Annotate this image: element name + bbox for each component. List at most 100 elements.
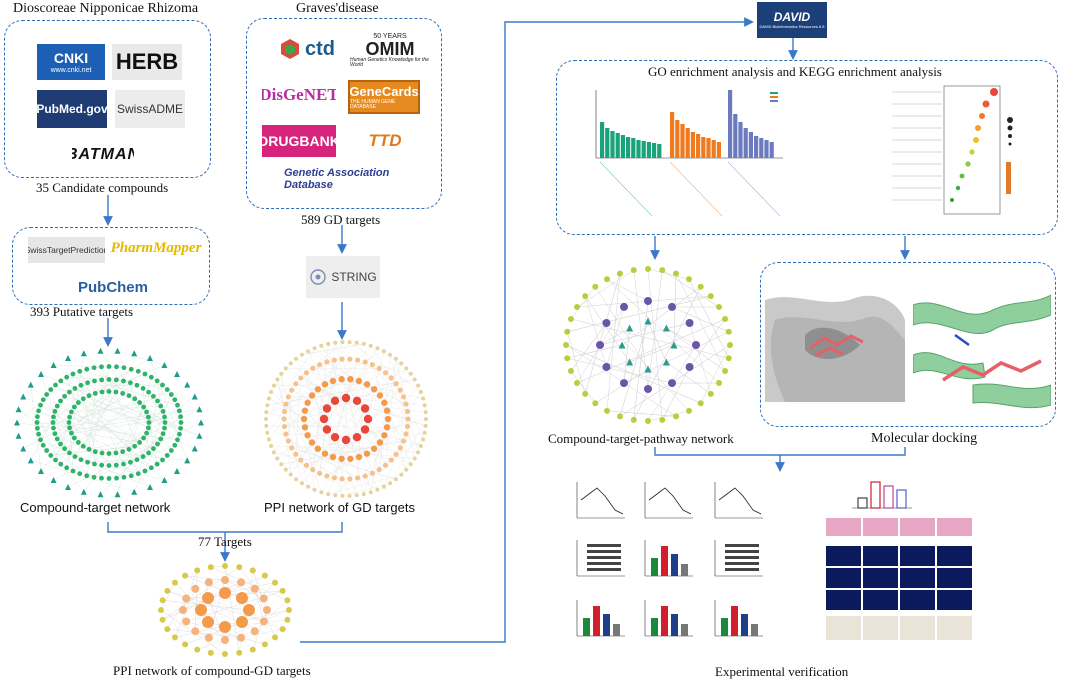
network-node [333,341,337,345]
network-edge [313,360,335,368]
network-node [401,438,406,443]
network-edge [662,270,719,307]
go-bar [680,124,684,158]
network-node [300,481,304,485]
network-node [293,381,298,386]
network-node [221,636,229,644]
hist-fluorescence [900,590,935,610]
network-node [330,378,336,384]
network-node [237,578,245,586]
network-node [370,362,375,367]
network-node [293,452,298,457]
network-node [631,417,637,423]
go-bar [642,141,646,158]
network-node [617,271,623,277]
network-node [284,468,288,472]
network-node [385,416,391,422]
network-node [617,413,623,419]
swissadme-logo: SwissADME [115,90,185,128]
kegg-bubble [975,125,981,131]
network-node [377,392,383,398]
network-edge [577,296,711,307]
network-node [131,350,137,356]
network-edge [622,287,701,345]
network-node [128,460,133,465]
network-edge [662,367,689,420]
go-bar [701,137,705,158]
ttd-logo: TTD [352,125,418,157]
omim-logo-text: OMIM [366,40,415,58]
omim-logo: 50 YEARS OMIM Human Genetics Knowledge f… [350,30,430,70]
docking-ribbon-graphic [913,285,1051,413]
network-node [416,384,420,388]
hist-fluorescence [863,568,898,588]
network-node [141,436,146,441]
network-node [114,451,119,456]
network-node [55,437,60,442]
network-node [708,391,714,397]
network-edge [54,365,124,368]
network-node [84,473,89,478]
network-node [169,448,174,453]
network-node [320,415,328,423]
network-node [375,346,379,350]
network-node [726,355,732,361]
network-node [155,399,160,404]
network-node [76,400,81,405]
network-node [644,385,652,393]
network-node [76,440,81,445]
network-node [668,303,676,311]
network-node [208,650,214,656]
network-node [162,426,167,431]
network-node [289,361,293,365]
network-node [65,355,71,361]
network-node [371,386,377,392]
hist-he-stain [937,518,972,536]
network-node [184,382,190,388]
go-bar [605,128,609,158]
network-node [262,573,268,579]
network-node [192,446,198,452]
network-node [122,365,127,370]
network-node [342,394,350,402]
network-node [388,481,392,485]
go-enrichment-bar-graphic [578,88,790,228]
network-node [172,634,178,640]
network-node [114,364,119,369]
network-node [313,488,317,492]
network-node [310,467,315,472]
network-node [65,484,71,490]
kegg-bubble [960,174,965,179]
network-node [340,357,345,362]
cnki-logo-sub: www.cnki.net [51,67,92,74]
network-node [388,353,392,357]
network-node [424,410,428,414]
network-node [178,414,183,419]
exp-panel [715,600,763,636]
network-node [398,387,403,392]
network-node [382,349,386,353]
network-node [404,468,408,472]
network-node [364,415,372,423]
go-legend-swatch [770,92,778,94]
network-node [338,456,344,462]
exp-bar [751,624,758,636]
network-node [182,573,188,579]
network-node [281,416,286,421]
network-node [389,457,394,462]
network-node [128,380,133,385]
network-node [264,417,268,421]
network-node [93,449,98,454]
network-node [53,431,58,436]
network-node [158,437,163,442]
network-node [342,436,350,444]
network-node [149,465,154,470]
network-node [219,587,231,599]
network-node [363,359,368,364]
network-node [286,394,291,399]
network-node [310,366,315,371]
network-node [38,371,44,377]
network-node [304,463,309,468]
go-bar [738,122,742,158]
network-node [563,342,569,348]
